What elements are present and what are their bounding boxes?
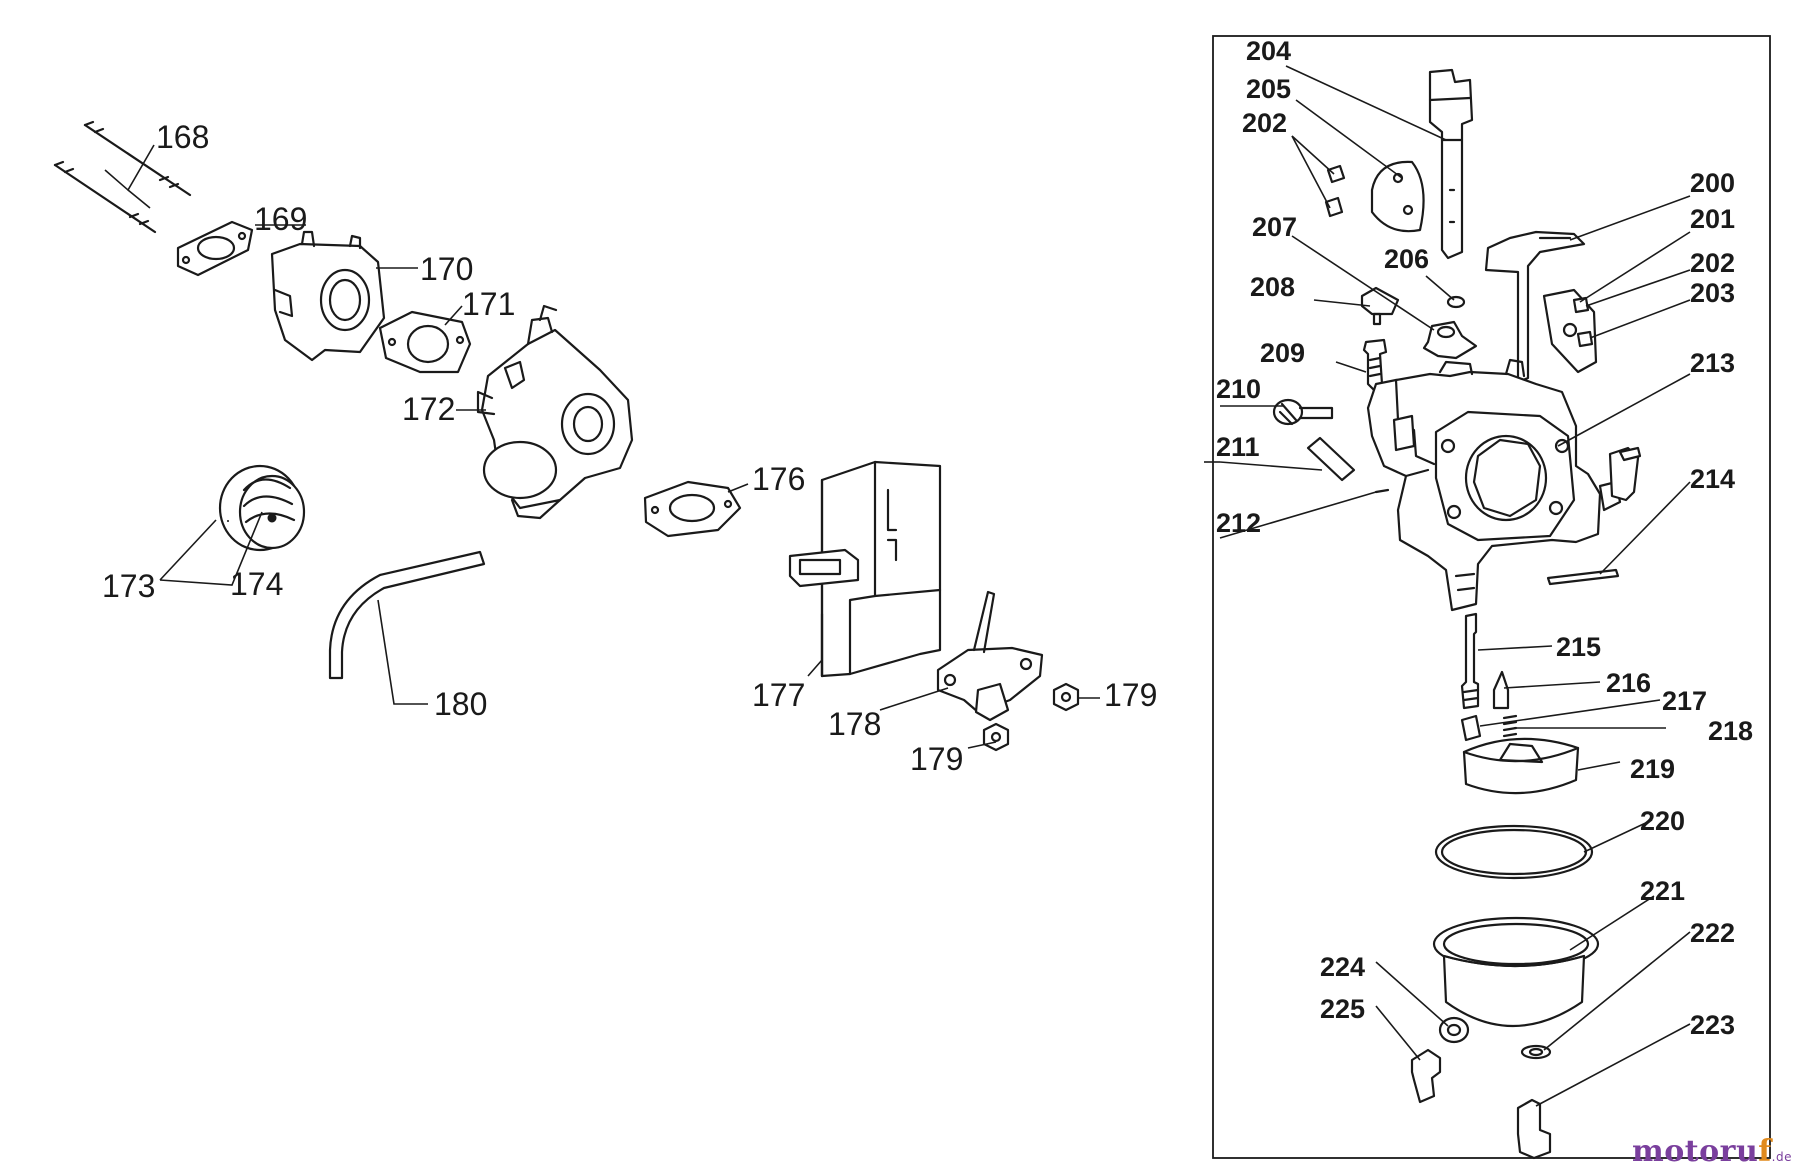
label-224: 224 — [1320, 952, 1365, 982]
part-200-throttle-lever — [1484, 230, 1586, 384]
label-219: 219 — [1630, 754, 1675, 784]
label-178: 178 — [828, 706, 881, 742]
part-202-203-screws — [1572, 296, 1594, 348]
part-173-174-filter-cap — [218, 464, 306, 552]
label-209: 209 — [1260, 338, 1305, 368]
watermark-text-b: f — [1758, 1134, 1772, 1169]
part-177-heat-shield — [788, 460, 942, 678]
label-221: 221 — [1640, 876, 1685, 906]
part-179-nut-a — [1052, 682, 1080, 712]
label-206: 206 — [1384, 244, 1429, 274]
label-211: 211 — [1216, 432, 1260, 462]
labels-right: 204 205 202 200 201 202 203 207 206 208 … — [1216, 36, 1753, 1040]
label-179-b: 179 — [910, 741, 963, 777]
part-217-nozzle — [1460, 714, 1482, 742]
label-202-b: 202 — [1690, 248, 1735, 278]
label-201: 201 — [1690, 204, 1735, 234]
label-179-a: 179 — [1104, 677, 1157, 713]
label-171: 171 — [462, 286, 515, 322]
label-205: 205 — [1246, 74, 1291, 104]
label-222: 222 — [1690, 918, 1735, 948]
label-208: 208 — [1250, 272, 1295, 302]
label-207: 207 — [1252, 212, 1297, 242]
part-221-float-bowl — [1432, 916, 1600, 1027]
watermark-tld: .de — [1771, 1150, 1792, 1164]
part-171-gasket — [378, 310, 472, 374]
carburetor-detail-frame — [1212, 35, 1771, 1159]
label-180: 180 — [434, 686, 487, 722]
labels-left: 168 169 170 171 172 173 174 176 177 178 … — [102, 119, 1157, 777]
label-200: 200 — [1690, 168, 1735, 198]
label-174: 174 — [230, 566, 283, 602]
part-204-choke-shaft — [1428, 68, 1474, 260]
label-172: 172 — [402, 391, 455, 427]
label-173: 173 — [102, 568, 155, 604]
label-225: 225 — [1320, 994, 1365, 1024]
part-178-fuel-valve — [936, 590, 1044, 722]
part-220-gasket-ring — [1434, 824, 1594, 880]
label-203: 203 — [1690, 278, 1735, 308]
part-168-studs — [53, 120, 192, 234]
label-168: 168 — [156, 119, 209, 155]
watermark-text-a: motoru — [1632, 1134, 1759, 1169]
part-211-pin — [1306, 436, 1356, 482]
part-172-carburetor — [476, 304, 634, 520]
part-207-seal — [1422, 320, 1478, 360]
part-222-washer — [1520, 1044, 1552, 1060]
part-225-drain-bolt — [1410, 1048, 1442, 1104]
part-214-pin — [1546, 568, 1620, 586]
part-212-small-pin — [1374, 488, 1390, 494]
label-176: 176 — [752, 461, 805, 497]
part-206-washer — [1446, 295, 1466, 309]
part-205-choke-plate — [1370, 160, 1425, 233]
part-216-float-needle — [1492, 670, 1510, 710]
label-216: 216 — [1606, 668, 1651, 698]
label-212: 212 — [1216, 508, 1261, 538]
part-179-nut-b — [982, 722, 1010, 752]
label-213: 213 — [1690, 348, 1735, 378]
part-208-clip — [1360, 286, 1400, 326]
label-215: 215 — [1556, 632, 1601, 662]
part-219-float — [1462, 737, 1580, 795]
label-177: 177 — [752, 677, 805, 713]
label-214: 214 — [1690, 464, 1735, 494]
label-217: 217 — [1662, 686, 1707, 716]
part-180-fuel-hose — [328, 550, 486, 680]
label-169: 169 — [254, 201, 307, 237]
label-204: 204 — [1246, 36, 1291, 66]
label-202-a: 202 — [1242, 108, 1287, 138]
label-170: 170 — [420, 251, 473, 287]
part-201-throttle-plate — [1542, 288, 1598, 374]
part-169-gasket — [176, 220, 254, 277]
part-215-main-jet — [1460, 612, 1480, 710]
part-224-washer — [1438, 1016, 1470, 1044]
part-218-spring — [1502, 714, 1518, 738]
leaders-left — [104, 144, 1100, 749]
label-218: 218 — [1708, 716, 1753, 746]
watermark-logo: motoruf.de — [1632, 1134, 1792, 1169]
part-176-gasket — [643, 480, 742, 538]
label-220: 220 — [1640, 806, 1685, 836]
label-223: 223 — [1690, 1010, 1735, 1040]
leaders-right — [1204, 65, 1691, 1107]
part-223-bolt — [1516, 1098, 1552, 1160]
label-210: 210 — [1216, 374, 1261, 404]
part-202-screws — [1324, 164, 1346, 218]
part-210-screw — [1272, 398, 1334, 426]
part-213-carburetor-body — [1366, 358, 1642, 612]
part-170-insulator — [270, 230, 386, 362]
